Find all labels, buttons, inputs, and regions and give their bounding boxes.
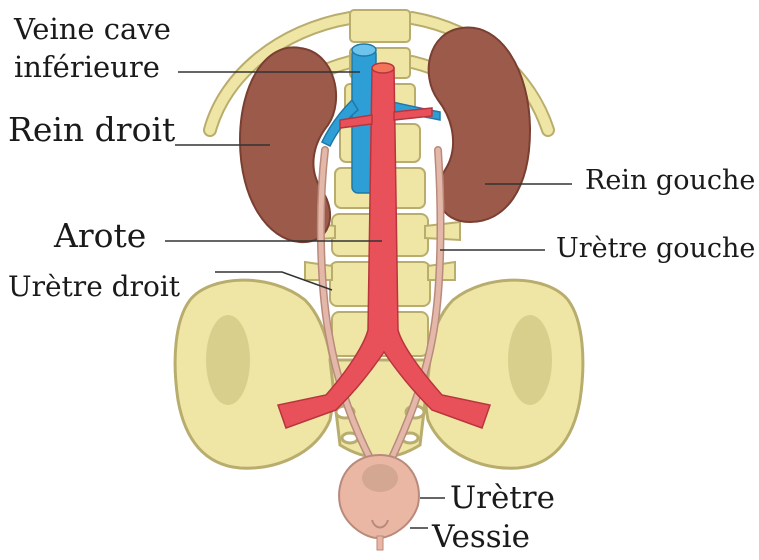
label-vessie: Vessie [432,520,530,554]
label-uretre-gouche: Urètre gouche [556,234,755,264]
label-veine-cave-line2: inférieure [14,52,160,84]
label-uretre-droit: Urètre droit [8,272,180,303]
label-rein-droit: Rein droit [8,112,175,148]
bladder [339,455,419,550]
label-veine-cave-line1: Veine cave [14,14,171,46]
label-uretre: Urètre [450,481,555,515]
label-arote: Arote [54,218,146,254]
label-rein-gouche: Rein gouche [585,166,755,196]
